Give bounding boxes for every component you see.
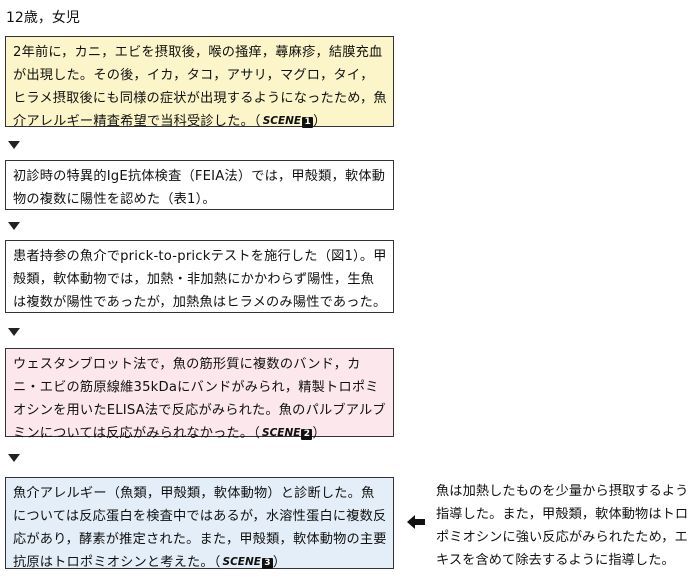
left-arrow-icon (407, 515, 425, 529)
down-triangle-icon (8, 454, 20, 462)
down-triangle-icon (8, 222, 20, 230)
step-box-5: 魚介アレルギー（魚類，甲殻類，軟体動物）と診断した。魚については反応蛋白を検査中… (5, 477, 394, 570)
step-text-1: 2年前に，カニ，エビを摂取後，喉の掻痒，蕁麻疹，結膜充血が出現した。その後，イカ… (13, 45, 387, 129)
down-triangle-icon (8, 141, 20, 149)
scene-number-1: 1 (302, 117, 314, 128)
step-text-4: ウェスタンブロット法で，魚の筋形質に複数のバンド，カニ・エビの筋原線維35kDa… (13, 357, 386, 441)
patient-header: 12歳，女児 (6, 10, 80, 26)
step-text-5: 魚介アレルギー（魚類，甲殻類，軟体動物）と診断した。魚については反応蛋白を検査中… (13, 486, 387, 570)
side-note: 魚は加熱したものを少量から摂取するよう指導した。また，甲殻類，軟体動物はトロポミ… (436, 484, 689, 568)
scene-number-2: 2 (301, 429, 313, 440)
step-box-3: 患者持参の魚介でprick-to-prickテストを施行した（図1）。甲殻類，軟… (5, 240, 394, 313)
scene-number-3: 3 (261, 558, 273, 569)
down-triangle-icon (8, 328, 20, 336)
step-box-1: 2年前に，カニ，エビを摂取後，喉の掻痒，蕁麻疹，結膜充血が出現した。その後，イカ… (5, 36, 394, 129)
step-text-3: 患者持参の魚介でprick-to-prickテストを施行した（図1）。甲殻類，軟… (13, 249, 387, 310)
step-box-2: 初診時の特異的IgE抗体検査（FEIA法）では，甲殻類，軟体動物の複数に陽性を認… (5, 160, 394, 210)
step-text-2: 初診時の特異的IgE抗体検査（FEIA法）では，甲殻類，軟体動物の複数に陽性を認… (13, 169, 386, 207)
step-box-4: ウェスタンブロット法で，魚の筋形質に複数のバンド，カニ・エビの筋原線維35kDa… (5, 348, 394, 441)
